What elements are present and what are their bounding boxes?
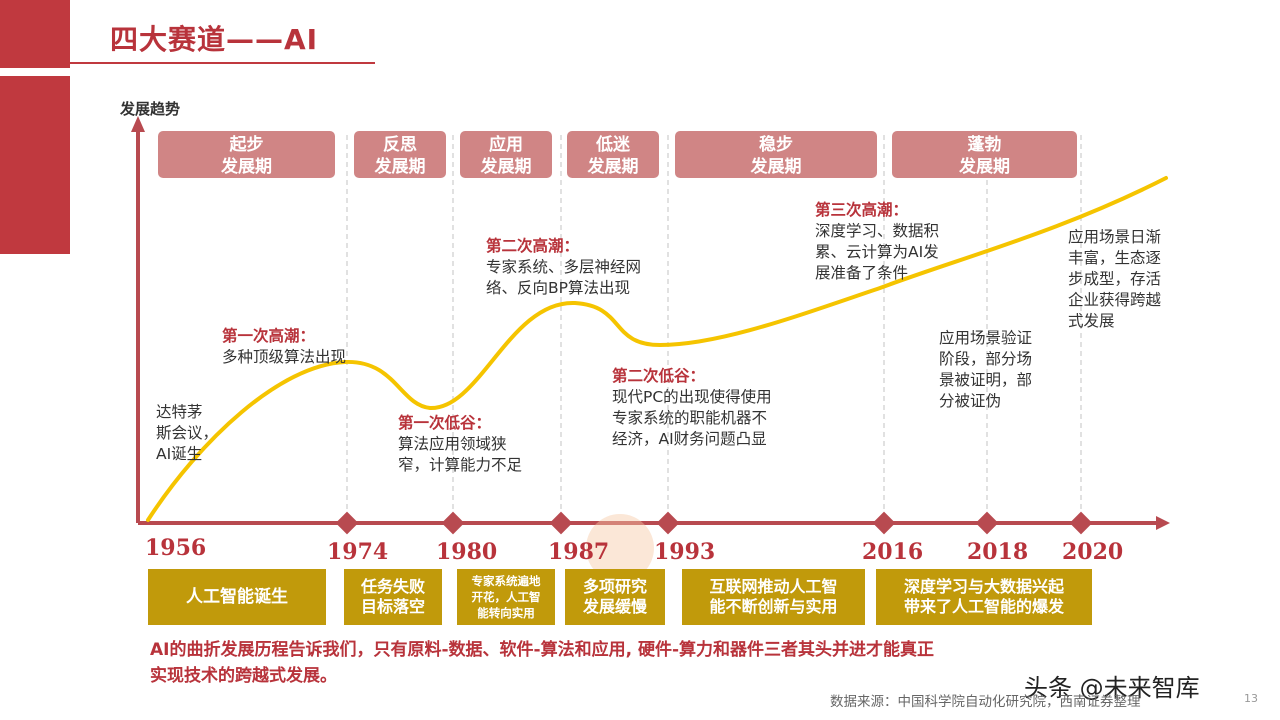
phase-reflection: 反思发展期 [354,131,446,178]
page-number: 13 [1244,692,1258,705]
milestone-expert-systems: 专家系统遍地开花，人工智能转向实用 [457,569,555,625]
phase-dividers [346,135,1082,520]
phase-boom: 蓬勃发展期 [892,131,1077,178]
phase-start: 起步发展期 [158,131,335,178]
page-title: 四大赛道——AI [110,23,319,56]
year-2018: 2018 [967,539,1029,565]
year-2020: 2020 [1062,539,1124,565]
year-1956: 1956 [145,535,207,561]
trend-curve [146,176,1168,522]
milestone-internet: 互联网推动人工智能不断创新与实用 [682,569,865,625]
annotation-future: 应用场景日渐 丰富，生态逐 步成型，存活 企业获得跨越 式发展 [1068,228,1162,330]
annotation-wave1: 第一次高潮： 多种顶级算法出现 [222,327,347,366]
year-2016: 2016 [862,539,924,565]
y-axis-label: 发展趋势 [120,100,181,118]
annotation-wave2: 第二次高潮： 专家系统、多层神经网 络、反向BP算法出现 [486,237,642,297]
milestone-slow-research: 多项研究发展缓慢 [565,569,665,625]
conclusion-text: AI的曲折发展历程告诉我们，只有原料-数据、软件-算法和应用, 硬件-算力和器件… [150,640,935,686]
phase-application: 应用发展期 [460,131,552,178]
annotation-trough1: 第一次低谷： 算法应用领域狭 窄，计算能力不足 [398,414,523,474]
annotation-trough2: 第二次低谷： 现代PC的出现使得使用 专家系统的职能机器不 经济，AI财务问题凸… [612,367,772,448]
logo-watermark [586,514,654,582]
year-1974: 1974 [327,539,389,565]
side-accent-block [0,76,70,254]
annotation-wave3: 第三次高潮： 深度学习、数据积 累、云计算为AI发 展准备了条件 [815,201,940,282]
year-1987: 1987 [548,539,610,565]
header-accent-block [0,0,70,68]
watermark-text: 头条 @未来智库 [1024,674,1200,702]
year-1993: 1993 [654,539,716,565]
year-1980: 1980 [436,539,498,565]
title-underline [70,62,375,64]
year-markers [335,511,1093,535]
phase-steady: 稳步发展期 [675,131,877,178]
milestone-failure: 任务失败目标落空 [344,569,442,625]
milestone-birth: 人工智能诞生 [148,569,326,625]
phase-slump: 低迷发展期 [567,131,659,178]
y-axis-arrow [131,116,145,132]
annotation-birth: 达特茅 斯会议， AI诞生 [156,403,219,463]
x-axis-arrow [1156,516,1170,530]
data-source: 数据来源：中国科学院自动化研究院，西南证券整理 [830,694,1141,710]
annotation-verify: 应用场景验证 阶段，部分场 景被证明，部 分被证伪 [939,329,1033,410]
milestone-deep-learning: 深度学习与大数据兴起带来了人工智能的爆发 [876,569,1092,625]
